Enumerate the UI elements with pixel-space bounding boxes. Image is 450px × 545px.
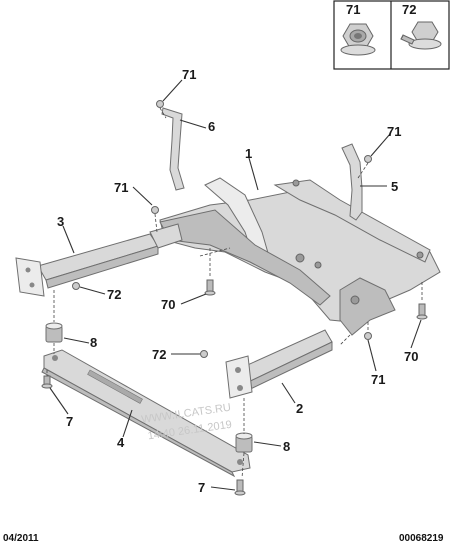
bar-part-4 <box>41 349 251 478</box>
callout-71-bottom-right: 71 <box>371 372 385 387</box>
bracket-part-5 <box>341 143 363 221</box>
callout-2: 2 <box>296 401 303 416</box>
callout-71-top-right: 71 <box>387 124 401 139</box>
subframe-part-1 <box>159 177 441 336</box>
legend-label-71: 71 <box>346 2 360 17</box>
flange-bolt-icon <box>400 21 442 50</box>
callout-72-left: 72 <box>107 287 121 302</box>
callout-3: 3 <box>57 214 64 229</box>
callout-70-left: 70 <box>161 297 175 312</box>
callout-8-right: 8 <box>283 439 290 454</box>
bushing-part-8-right <box>235 432 253 453</box>
bracket-part-6 <box>161 107 185 191</box>
callout-7-bottom: 7 <box>198 480 205 495</box>
bolt-part-70-right <box>416 303 428 320</box>
bolt-part-7-left <box>41 375 53 389</box>
arm-part-3 <box>15 223 183 297</box>
legend-label-72: 72 <box>402 2 416 17</box>
callout-5: 5 <box>391 179 398 194</box>
assembly-lines <box>46 107 423 479</box>
bolt-part-72-instances <box>72 282 208 358</box>
callout-71-top-left: 71 <box>182 67 196 82</box>
callout-4: 4 <box>117 435 125 450</box>
callout-70-right: 70 <box>404 349 418 364</box>
callout-72-middle: 72 <box>152 347 166 362</box>
nut-part-71-instances <box>151 100 372 340</box>
callout-8-left: 8 <box>90 335 97 350</box>
footer-date: 04/2011 <box>3 533 39 544</box>
callout-6: 6 <box>208 119 215 134</box>
callout-71-left: 71 <box>114 180 128 195</box>
callout-labels: 71 72 71 6 1 71 3 72 70 71 5 70 71 8 7 4… <box>57 2 418 495</box>
flange-nut-icon <box>340 23 376 56</box>
callout-1: 1 <box>245 146 252 161</box>
arm-part-2 <box>225 329 333 399</box>
leader-lines <box>49 79 422 491</box>
legend-box <box>333 0 450 70</box>
bolt-part-7-bottom <box>234 479 246 496</box>
bushing-part-8-left <box>45 322 63 343</box>
callout-7-left: 7 <box>66 414 73 429</box>
bolt-part-70-left <box>204 279 216 296</box>
footer-code: 00068219 <box>399 533 444 544</box>
